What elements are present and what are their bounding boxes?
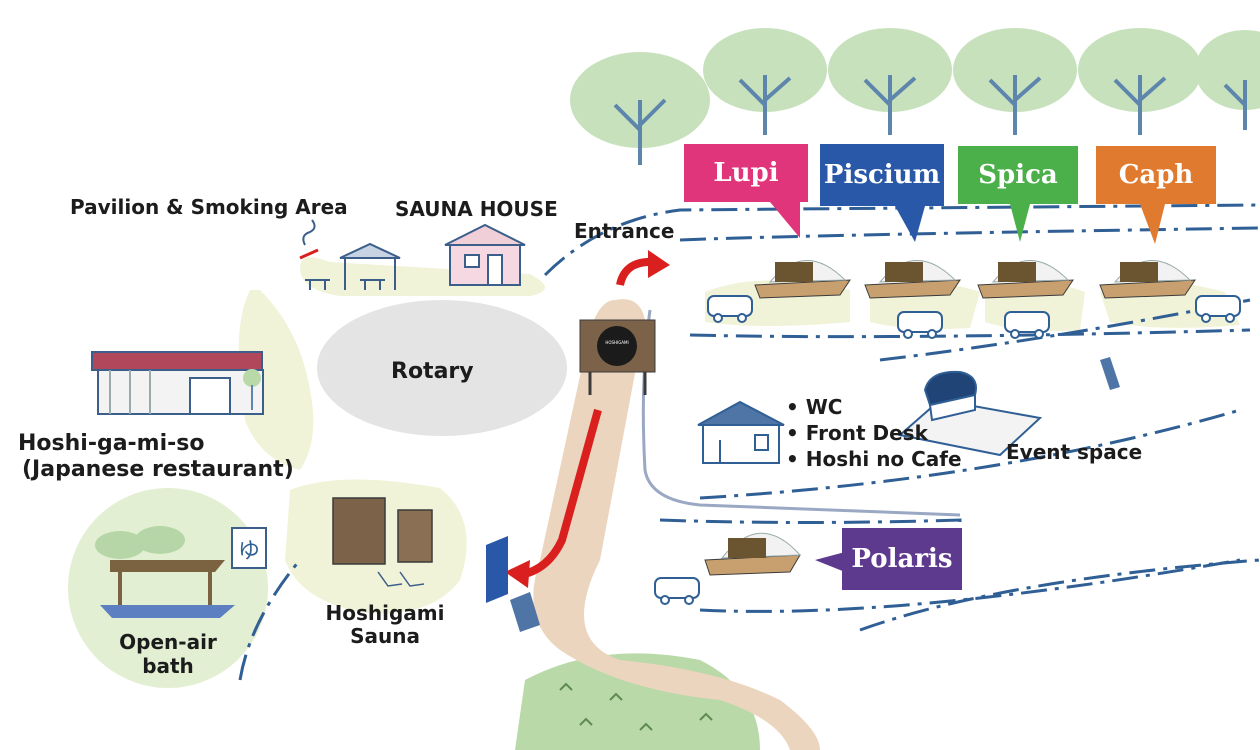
- front-desk-building-icon: [697, 400, 785, 464]
- tree-row: [570, 28, 1260, 165]
- pavilion-area: [300, 257, 545, 296]
- rotary-label: Rotary: [391, 359, 474, 384]
- pavilion-icon: [305, 242, 401, 290]
- callout-pointer: [815, 552, 845, 572]
- restaurant-type: (Japanese restaurant): [22, 457, 294, 482]
- car-icon: [654, 295, 1241, 605]
- entrance-label: Entrance: [574, 219, 675, 243]
- door-icon: [486, 536, 540, 632]
- callout-pointer: [895, 206, 925, 242]
- dome-polaris: [704, 532, 802, 576]
- open-air-bath-icon: ゆ: [95, 526, 267, 618]
- cigarette-icon: [299, 219, 319, 260]
- svg-text:HOSHIGAMI: HOSHIGAMI: [605, 340, 628, 345]
- event-space-label: Event space: [1006, 440, 1143, 464]
- dome-spica: [977, 260, 1074, 299]
- hoshigami-sauna-label-2: Sauna: [350, 624, 420, 648]
- west-area: [238, 290, 314, 470]
- open-air-bath-label-2: bath: [142, 654, 194, 678]
- open-air-bath-label-1: Open-air: [119, 630, 217, 654]
- entry-road: [533, 299, 820, 750]
- dome-tag-lupi: Lupi: [684, 144, 808, 202]
- stairs-icon: [1100, 357, 1120, 390]
- sauna-house-icon: [444, 223, 526, 286]
- dome-lupi: [754, 260, 851, 299]
- dome-tag-polaris: Polaris: [842, 528, 962, 590]
- callout-pointer: [1010, 204, 1030, 242]
- dome-tag-piscium: Piscium: [820, 144, 944, 206]
- facility-item: WC: [786, 394, 962, 420]
- dome-caph: [1099, 260, 1196, 299]
- dome-tag-spica: Spica: [958, 146, 1078, 204]
- facility-list: WC Front Desk Hoshi no Cafe: [786, 394, 962, 472]
- dome-piscium: [864, 260, 961, 299]
- facility-item: Hoshi no Cafe: [786, 446, 962, 472]
- svg-text:ゆ: ゆ: [238, 539, 260, 564]
- rotary-island: [317, 300, 567, 436]
- callout-pointer: [1140, 204, 1165, 244]
- restaurant-icon: [91, 351, 264, 415]
- sauna-house-label: SAUNA HOUSE: [395, 197, 558, 221]
- entrance-sign-icon: HOSHIGAMI: [579, 319, 656, 395]
- dome-tag-caph: Caph: [1096, 146, 1216, 204]
- hoshigami-sauna-label-1: Hoshigami: [325, 601, 445, 625]
- hoshigami-sauna-icon: [332, 497, 433, 587]
- restaurant-name: Hoshi-ga-mi-so: [18, 431, 205, 456]
- pavilion-label: Pavilion & Smoking Area: [70, 195, 348, 219]
- facility-item: Front Desk: [786, 420, 962, 446]
- callout-pointer: [770, 202, 800, 238]
